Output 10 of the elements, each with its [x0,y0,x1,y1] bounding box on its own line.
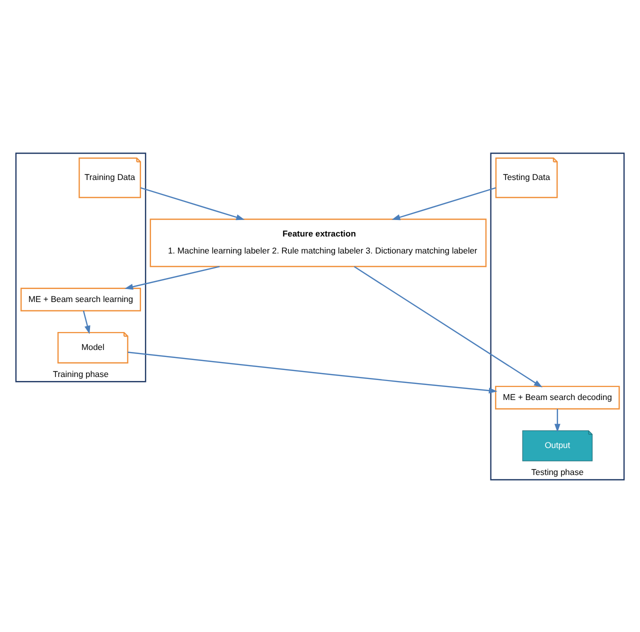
arrow [140,186,245,220]
arrow [392,186,496,220]
arrow [124,265,220,290]
node-box: ME + Beam search decoding [495,385,620,409]
arrow [354,266,542,387]
node-box: Feature extraction 1. Machine learning labeler 2. Rule matching labeler 3. Dictionary matching labeler [150,218,487,267]
arrow [82,310,90,334]
node-box: ME + Beam search learning [20,287,142,311]
arrow [554,408,560,432]
arrow [128,351,498,394]
